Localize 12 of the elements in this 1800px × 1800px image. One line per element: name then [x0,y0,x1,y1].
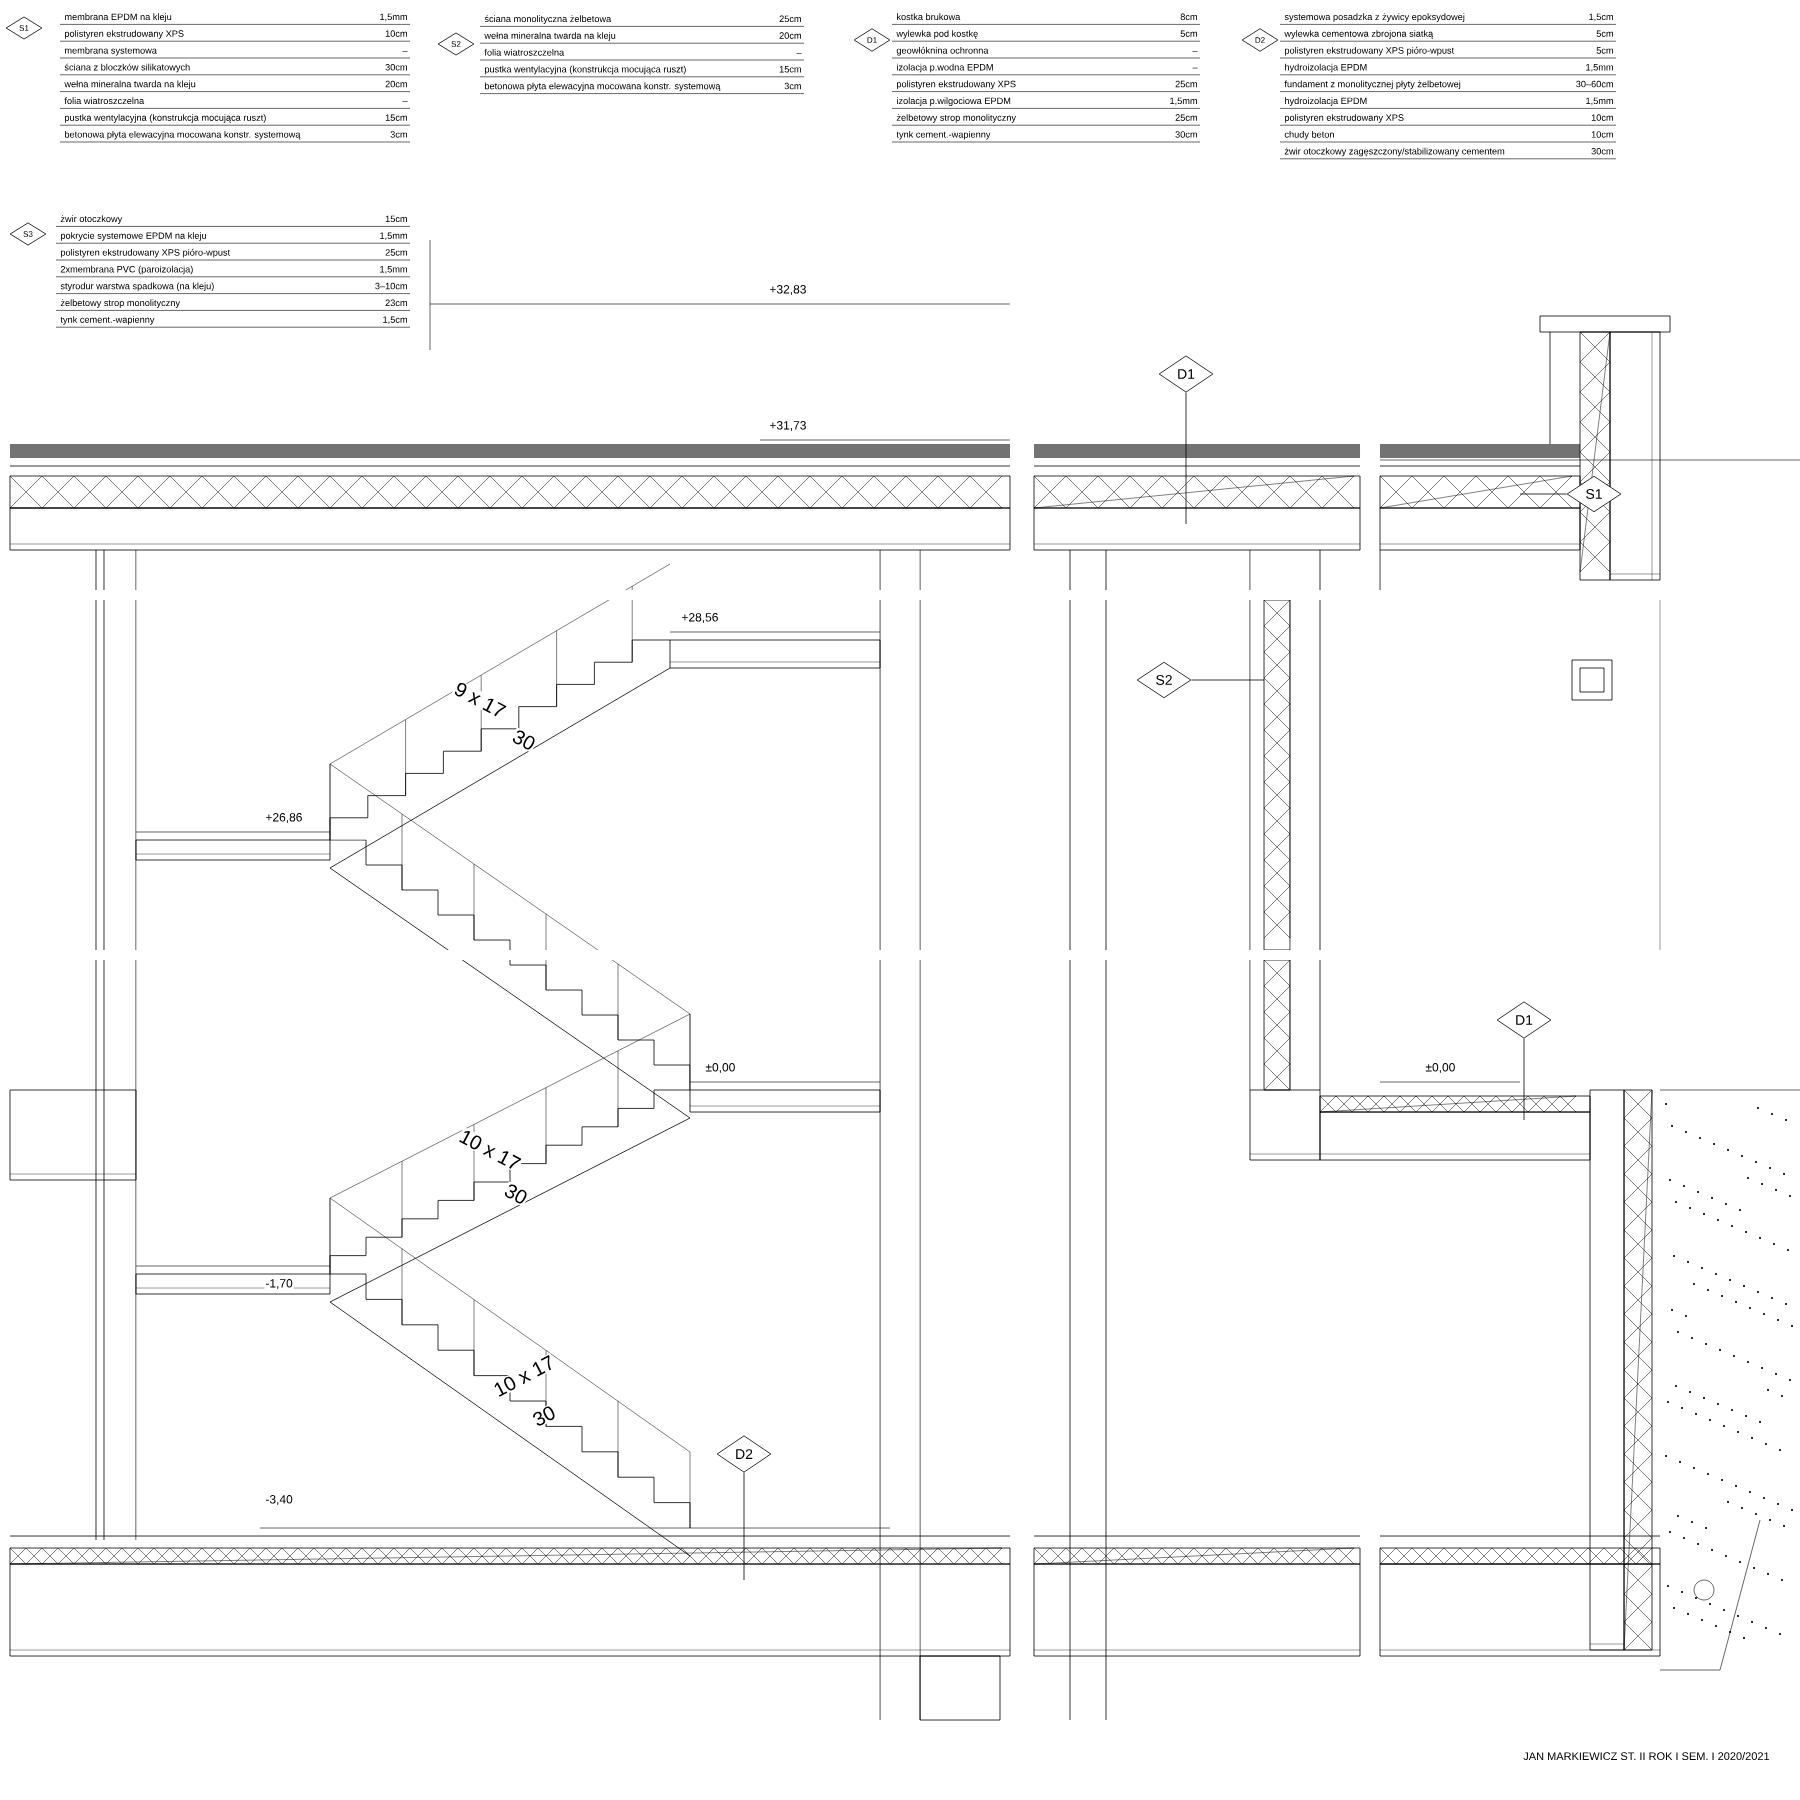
leader-line [1191,679,1265,681]
stair-label: 30 [501,1181,531,1207]
leader-line [1519,493,1567,495]
leader-line [1185,392,1187,525]
stair-label: 10 x 17 [456,1127,524,1173]
leader-line [743,1472,745,1581]
stair-label: 10 x 17 [490,1353,558,1399]
stair-label: 30 [529,1403,559,1429]
section-drawing [9,239,1800,1721]
stair-label: 30 [509,727,539,753]
stair-label: 9 x 17 [451,679,509,721]
leader-line [1523,1038,1525,1121]
